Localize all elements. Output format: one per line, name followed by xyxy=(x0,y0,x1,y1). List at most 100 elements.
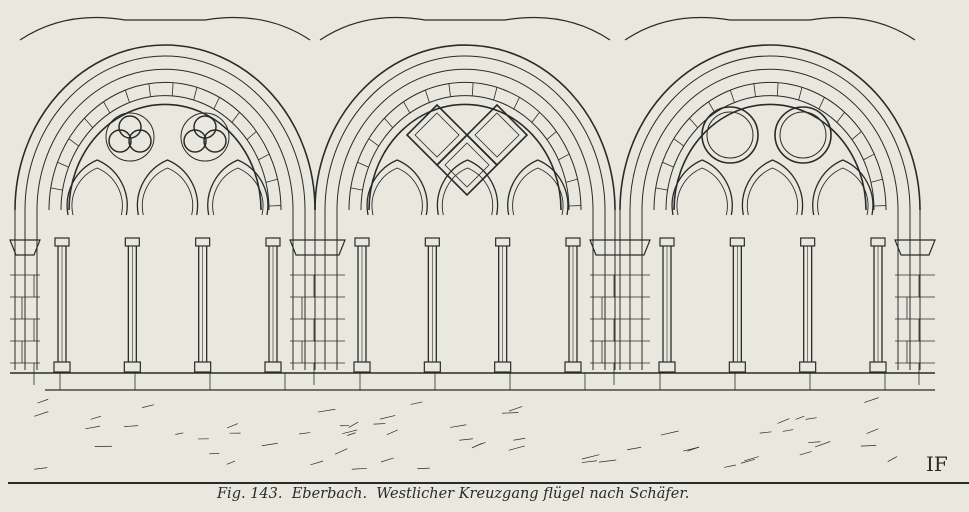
ground-hatch xyxy=(262,443,278,446)
column-capital xyxy=(871,238,885,246)
voussoir-joint xyxy=(819,97,825,109)
ground-hatch xyxy=(509,446,525,450)
column-base xyxy=(729,362,745,372)
column-capital xyxy=(730,238,744,246)
trefoil-lobe xyxy=(129,130,151,152)
voussoir-joint xyxy=(51,188,63,190)
trefoil-lobe xyxy=(109,130,131,152)
trefoil-lobe xyxy=(119,116,141,138)
ground-hatch xyxy=(175,433,183,435)
circle-tracery xyxy=(775,107,831,163)
ground-hatch xyxy=(808,442,820,443)
voussoir-joint xyxy=(494,87,497,100)
ground-hatch xyxy=(861,445,876,446)
column-base xyxy=(195,362,211,372)
ground-hatch xyxy=(411,402,423,405)
caption-rule xyxy=(8,482,969,484)
voussoir-joint xyxy=(837,112,845,122)
column-capital xyxy=(801,238,815,246)
ground-hatch xyxy=(509,406,522,411)
column-capital xyxy=(55,238,69,246)
column-base xyxy=(659,362,675,372)
voussoir-joint xyxy=(232,112,240,122)
arch-molding xyxy=(369,104,561,210)
ground-hatch xyxy=(800,451,812,454)
voussoir-joint xyxy=(258,154,269,160)
lancet-arch-inner xyxy=(372,168,422,215)
voussoir-joint xyxy=(266,179,278,182)
ground-hatch xyxy=(387,430,398,435)
ground-hatch xyxy=(227,424,238,428)
arch-molding xyxy=(15,45,315,210)
vault-rib xyxy=(20,18,310,41)
voussoir-joint xyxy=(777,83,778,96)
ground-hatch xyxy=(661,431,679,435)
voussoir-joint xyxy=(84,118,92,127)
ground-hatch xyxy=(778,419,790,424)
voussoir-joint xyxy=(149,84,151,97)
trefoil-lobe xyxy=(194,116,216,138)
ground-hatch xyxy=(867,429,879,434)
voussoir-joint xyxy=(547,131,556,139)
voussoir-joint xyxy=(449,84,451,97)
lancet-arch-inner xyxy=(142,168,192,215)
voussoir-joint xyxy=(125,90,129,102)
arch-molding xyxy=(620,45,920,210)
ground-hatch xyxy=(91,416,101,419)
ground-hatch xyxy=(381,458,393,462)
ground-hatch xyxy=(299,433,310,434)
arch-molding xyxy=(674,104,866,210)
voussoir-joint xyxy=(662,162,673,167)
voussoir-joint xyxy=(754,84,756,97)
lancet-arch-inner xyxy=(72,168,122,215)
ground-hatch xyxy=(796,416,805,419)
ground-hatch xyxy=(513,438,525,440)
ground-hatch xyxy=(311,461,324,465)
column-base xyxy=(354,362,370,372)
voussoir-joint xyxy=(425,90,429,102)
voussoir-joint xyxy=(247,131,256,139)
ground-hatch xyxy=(38,399,49,403)
voussoir-joint xyxy=(871,179,883,182)
voussoir-joint xyxy=(852,131,861,139)
column-base xyxy=(495,362,511,372)
arch-molding xyxy=(666,96,874,210)
ground-hatch xyxy=(124,426,138,427)
voussoir-joint xyxy=(472,83,473,96)
vault-rib xyxy=(625,18,915,41)
ground-hatch xyxy=(805,418,816,420)
column-capital xyxy=(125,238,139,246)
ground-hatch xyxy=(582,461,597,463)
ground-hatch xyxy=(476,442,485,445)
voussoir-joint xyxy=(404,102,410,113)
column-base xyxy=(424,362,440,372)
ground-hatch xyxy=(352,468,367,469)
voussoir-joint xyxy=(384,118,392,127)
circle-tracery-inner xyxy=(780,112,826,158)
voussoir-joint xyxy=(514,97,520,109)
voussoir-joint xyxy=(799,87,802,100)
circle-tracery-inner xyxy=(707,112,753,158)
voussoir-joint xyxy=(57,162,68,167)
vault-rib xyxy=(320,18,610,41)
ground-hatch xyxy=(582,455,599,459)
ground-hatch xyxy=(318,409,335,412)
artist-monogram: IF xyxy=(926,452,948,476)
column-capital xyxy=(266,238,280,246)
voussoir-joint xyxy=(351,188,363,190)
voussoir-joint xyxy=(214,97,220,109)
column-capital xyxy=(355,238,369,246)
ground-hatch xyxy=(888,457,897,462)
lancet-arch-inner xyxy=(677,168,727,215)
cloister-arcade-drawing xyxy=(0,0,969,480)
ground-hatch xyxy=(227,461,235,464)
column-base xyxy=(565,362,581,372)
ground-hatch xyxy=(760,432,772,433)
voussoir-joint xyxy=(194,87,197,100)
voussoir-joint xyxy=(104,102,110,113)
column-capital xyxy=(566,238,580,246)
voussoir-joint xyxy=(357,162,368,167)
voussoir-joint xyxy=(566,179,578,182)
ground-hatch xyxy=(349,422,359,428)
column-capital xyxy=(496,238,510,246)
